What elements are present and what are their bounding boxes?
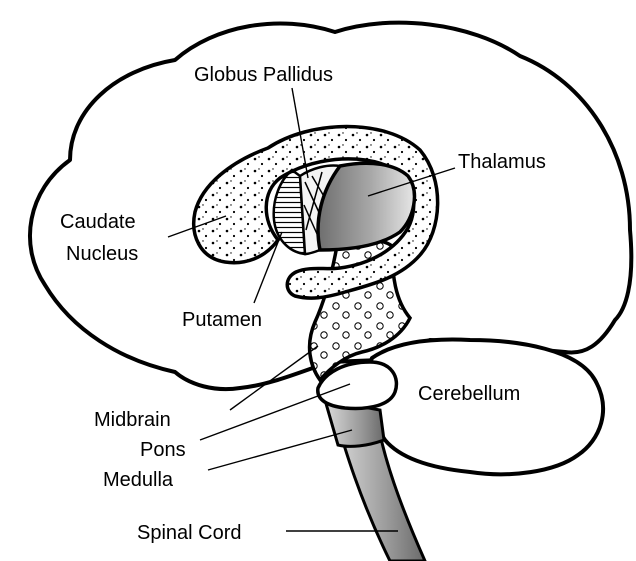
label-caudate-line1: Caudate (60, 211, 136, 233)
label-putamen: Putamen (182, 309, 262, 331)
label-spinal-cord: Spinal Cord (137, 522, 242, 544)
label-medulla: Medulla (103, 469, 174, 491)
label-pons: Pons (140, 439, 186, 461)
label-caudate-line2: Nucleus (66, 243, 138, 265)
label-midbrain: Midbrain (94, 409, 171, 431)
cerebellum-shape (368, 340, 603, 475)
leader-medulla (208, 430, 352, 470)
label-globus-pallidus: Globus Pallidus (194, 64, 333, 86)
label-thalamus: Thalamus (458, 151, 546, 173)
label-cerebellum: Cerebellum (418, 383, 520, 405)
